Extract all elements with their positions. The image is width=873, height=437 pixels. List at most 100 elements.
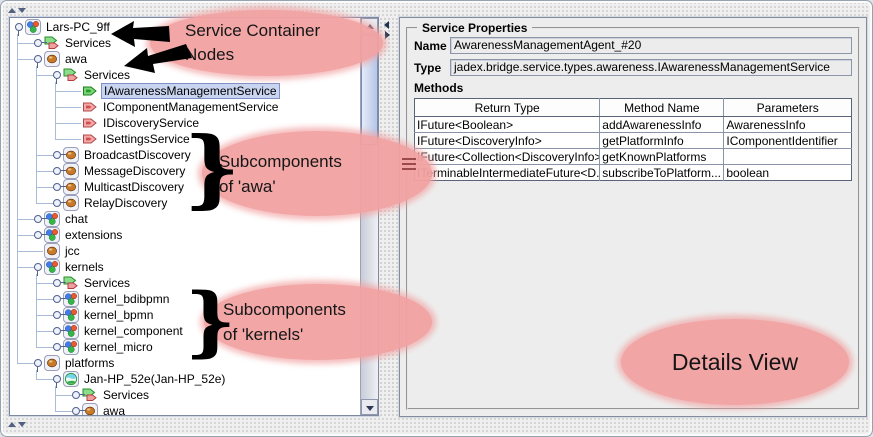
- name-field[interactable]: AwarenessManagementAgent_#20: [450, 37, 852, 54]
- balls-icon: [25, 19, 41, 35]
- tree-node-awa[interactable]: awa: [10, 403, 360, 415]
- tree-expand-handle[interactable]: [31, 227, 47, 243]
- tree-expand-handle[interactable]: [50, 179, 66, 195]
- methods-table-cell: AwarenessInfo: [723, 116, 852, 133]
- tree-expand-handle[interactable]: [50, 371, 63, 388]
- methods-column-header[interactable]: Method Name: [599, 98, 725, 117]
- top-split-divider[interactable]: [4, 5, 869, 16]
- tree-node-label: MessageDiscovery: [84, 164, 186, 178]
- methods-table-cell: IFuture<Collection<DiscoveryInfo>>: [414, 148, 601, 165]
- tree-expand-handle[interactable]: [12, 19, 25, 36]
- tree-node-kernel-micro[interactable]: kernel_micro: [10, 339, 360, 355]
- tree-expand-handle[interactable]: [50, 275, 66, 291]
- tree-node-kernel-component[interactable]: kernel_component: [10, 323, 360, 339]
- globe-icon: [63, 371, 79, 387]
- tree-node-broadcastdiscovery[interactable]: BroadcastDiscovery: [10, 147, 360, 163]
- tree-node-label: Jan-HP_52e(Jan-HP_52e): [84, 372, 226, 386]
- type-label: Type: [414, 60, 442, 75]
- methods-column-header[interactable]: Parameters: [723, 98, 852, 117]
- tree-expand-handle[interactable]: [50, 147, 66, 163]
- main-splitter[interactable]: [379, 17, 399, 416]
- balls-icon: [63, 339, 79, 355]
- tree-node-awa[interactable]: awa: [10, 51, 360, 68]
- tree-line: [36, 299, 54, 300]
- tree-node-extensions[interactable]: extensions: [10, 227, 360, 243]
- tree-expand-handle[interactable]: [50, 307, 66, 323]
- ball-icon: [63, 195, 79, 211]
- tree-node-lars-pc-9ff[interactable]: Lars-PC_9ff: [10, 19, 360, 36]
- balls-icon: [44, 227, 60, 243]
- tree-vertical-scrollbar[interactable]: [360, 18, 378, 415]
- tree-node-relaydiscovery[interactable]: RelayDiscovery: [10, 195, 360, 211]
- methods-table-row[interactable]: ITerminableIntermediateFuture<D...subscr…: [414, 164, 852, 181]
- tree-expand-handle[interactable]: [50, 291, 66, 307]
- tree-guide-line: [36, 370, 37, 379]
- tree-node-services[interactable]: Services: [10, 35, 360, 51]
- tree-expand-handle[interactable]: [50, 339, 66, 355]
- service-red-icon: [82, 115, 98, 131]
- splitter-collapse-right-icon[interactable]: [385, 31, 390, 39]
- type-field[interactable]: jadex.bridge.service.types.awareness.IAw…: [450, 59, 852, 76]
- tree-node-chat[interactable]: chat: [10, 211, 360, 227]
- splitter-collapse-left-icon[interactable]: [384, 21, 389, 29]
- tree-expand-handle[interactable]: [31, 259, 44, 276]
- tree-node-multicastdiscovery[interactable]: MulticastDiscovery: [10, 179, 360, 195]
- tree-node-platforms[interactable]: platforms: [10, 355, 360, 372]
- tree-node-label: IComponentManagementService: [103, 100, 279, 114]
- scroll-down-button[interactable]: [361, 399, 378, 415]
- methods-table-cell: IFuture<DiscoveryInfo>: [414, 132, 601, 149]
- ball-icon: [44, 51, 60, 67]
- divider-collapse-down-icon[interactable]: [18, 422, 26, 427]
- tree-line: [55, 91, 81, 92]
- tree-node-services[interactable]: Services: [10, 275, 360, 291]
- tree-node-kernel-bpmn[interactable]: kernel_bpmn: [10, 307, 360, 323]
- tree-expand-handle[interactable]: [31, 211, 47, 227]
- tree-expand-handle[interactable]: [50, 323, 66, 339]
- tree-line: [17, 251, 43, 252]
- methods-table-cell: IComponentIdentifier: [723, 132, 852, 149]
- scrollbar-thumb[interactable]: [361, 35, 378, 145]
- tree-node-kernels[interactable]: kernels: [10, 259, 360, 276]
- tree-node-kernel-bdibpmn[interactable]: kernel_bdibpmn: [10, 291, 360, 307]
- divider-collapse-down-icon[interactable]: [18, 8, 26, 13]
- tree-line: [17, 363, 35, 364]
- tree-node-isettingsservice[interactable]: ISettingsService: [10, 131, 360, 147]
- tree-node-idiscoveryservice[interactable]: IDiscoveryService: [10, 115, 360, 131]
- tree-expand-handle[interactable]: [69, 403, 85, 415]
- service-properties-group: Service Properties Name AwarenessManagem…: [406, 21, 860, 410]
- divider-collapse-up-icon[interactable]: [8, 8, 16, 13]
- tree-node-jcc[interactable]: jcc: [10, 243, 360, 259]
- scroll-up-button[interactable]: [361, 18, 378, 34]
- service-properties-title: Service Properties: [417, 21, 533, 35]
- tree-expand-handle[interactable]: [50, 195, 66, 211]
- tree-line: [55, 123, 81, 124]
- tree-expand-handle[interactable]: [31, 51, 44, 68]
- tree-expand-handle[interactable]: [31, 355, 44, 372]
- tree-node-icomponentmanagementservice[interactable]: IComponentManagementService: [10, 99, 360, 115]
- tree-handle-spacer: [69, 131, 82, 147]
- tree-expand-handle[interactable]: [31, 35, 47, 51]
- tree-node-label: kernel_bdibpmn: [84, 292, 170, 306]
- methods-column-header[interactable]: Return Type: [414, 98, 601, 117]
- tree-node-messagediscovery[interactable]: MessageDiscovery: [10, 163, 360, 179]
- tree-expand-handle[interactable]: [50, 163, 66, 179]
- ball-icon: [63, 147, 79, 163]
- tree-expand-handle[interactable]: [69, 387, 85, 403]
- tree-expand-handle[interactable]: [50, 67, 63, 84]
- tree-node-services[interactable]: Services: [10, 387, 360, 403]
- tree-node-iawarenessmanagementservice[interactable]: IAwarenessManagementService: [10, 83, 360, 99]
- methods-table-cell: getKnownPlatforms: [599, 148, 725, 165]
- tree-handle-spacer: [69, 115, 82, 131]
- methods-table-row[interactable]: IFuture<Collection<DiscoveryInfo>>getKno…: [414, 148, 852, 165]
- tree-guide-line: [55, 386, 56, 411]
- divider-collapse-up-icon[interactable]: [8, 422, 16, 427]
- bottom-split-divider[interactable]: [4, 419, 869, 430]
- tree-node-services[interactable]: Services: [10, 67, 360, 84]
- services-icon: [63, 275, 79, 291]
- tree-node-jan-hp-52e-jan-hp-52e-[interactable]: Jan-HP_52e(Jan-HP_52e): [10, 371, 360, 388]
- tree-node-label: ISettingsService: [103, 132, 190, 146]
